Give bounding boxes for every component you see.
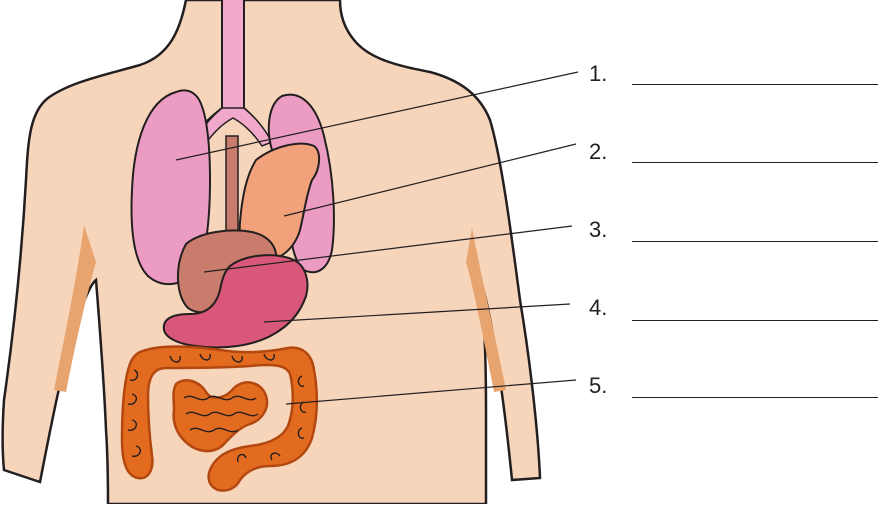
answer-blank-2[interactable] <box>632 162 878 163</box>
answer-blank-3[interactable] <box>632 241 878 242</box>
label-number-1: 1. <box>589 63 607 85</box>
answer-blank-4[interactable] <box>632 320 878 321</box>
label-number-5: 5. <box>589 375 607 397</box>
answer-blank-5[interactable] <box>632 397 878 398</box>
answer-blank-1[interactable] <box>632 84 878 85</box>
label-number-3: 3. <box>589 219 607 241</box>
esophagus <box>226 136 238 240</box>
trachea-fill <box>223 0 243 110</box>
label-number-4: 4. <box>589 297 607 319</box>
label-number-2: 2. <box>589 141 607 163</box>
